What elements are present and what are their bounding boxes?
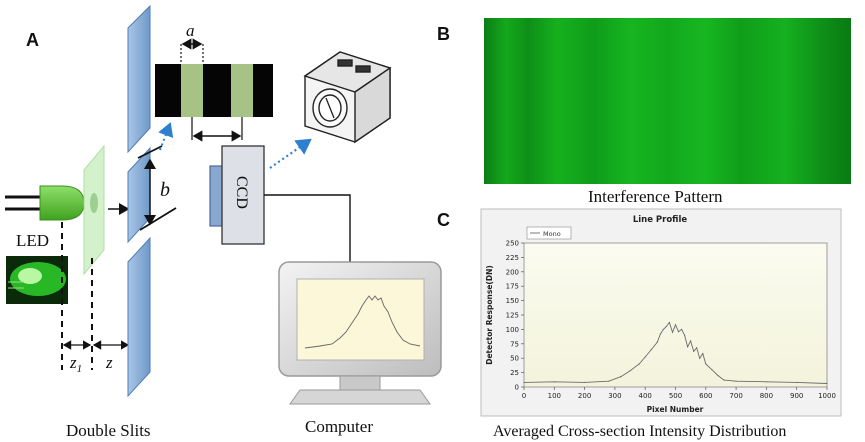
data-point [705,363,707,365]
slit-width-label: a [186,21,195,40]
data-point [826,382,828,385]
line-profile-chart: 0 25 50 75 100 125 150 175 200 225 250 0 100 200 300 40… [506,240,836,401]
x-tick-label: 900 [790,392,803,400]
data-point [711,369,713,371]
double-slits-caption: Double Slits [66,421,151,440]
x-tick-label: 800 [760,392,773,400]
camera-icon [303,51,392,144]
ccd-label: CCD [233,176,250,209]
panel-label-c: C [437,210,450,230]
slit-detail-inset [155,64,273,117]
plot-area [523,242,828,388]
double-slit-plate [127,4,151,398]
data-point [687,346,689,348]
interference-caption: Interference Pattern [588,187,723,206]
data-point [644,356,646,358]
data-point [620,376,622,378]
y-tick-label: 175 [506,283,519,291]
data-point [659,333,662,335]
data-point [668,321,671,324]
data-point [665,325,668,328]
interference-pattern-image [484,18,851,184]
data-point [677,331,680,333]
x-tick-label: 100 [548,392,561,400]
x-tick-label: 500 [669,392,682,400]
legend-entry-mono: Mono [543,230,561,238]
y-tick-label: 75 [510,340,519,348]
led-photo [6,256,68,304]
x-tick-label: 0 [522,392,526,400]
data-point [584,381,586,383]
data-point [629,370,631,372]
data-point [735,380,737,382]
data-point [638,363,640,365]
dashed-reference-lines [61,222,93,370]
y-tick-label: 250 [506,240,519,248]
y-tick-label: 125 [506,312,519,320]
led-label: LED [16,231,49,250]
data-point [796,381,798,383]
y-tick-label: 225 [506,254,519,262]
led-icon [5,185,85,221]
x-axis-label: Pixel Number [647,405,704,414]
data-point [553,381,555,383]
data-point [662,328,665,330]
data-point [681,328,683,330]
camera-pointer-arrow [269,138,312,169]
panel-label-a: A [26,30,39,50]
data-point [684,334,686,336]
ccd-camera [209,145,265,245]
slit-opening-upper [137,145,163,159]
x-tick-label: 600 [699,392,712,400]
y-tick-label: 200 [506,268,519,276]
data-point [674,324,677,326]
x-tick-label: 200 [578,392,591,400]
data-point [690,340,692,342]
y-tick-label: 50 [510,355,519,363]
slit-opening-lower [139,207,177,231]
chart-title: Line Profile [633,215,688,225]
data-point [608,380,610,382]
data-point [650,349,652,351]
y-tick-label: 25 [510,369,519,377]
data-point [702,353,704,355]
data-point [696,347,698,349]
computer-monitor [278,261,442,405]
data-point [671,331,674,333]
x-tick-label: 1000 [818,392,836,400]
data-point [693,350,695,352]
ccd-cable [264,194,351,262]
diffuser-plate [83,144,105,276]
chart-caption: Averaged Cross-section Intensity Distrib… [493,423,786,440]
z-label: z [105,353,113,372]
data-point [765,381,768,383]
chart-legend: Mono [526,226,572,240]
panel-label-b: B [437,24,450,44]
y-tick-label: 0 [515,384,519,392]
data-point [723,379,725,381]
x-tick-label: 300 [608,392,621,400]
x-tick-label: 700 [729,392,742,400]
data-point [656,341,658,343]
y-tick-label: 100 [506,326,519,334]
y-tick-label: 150 [506,297,519,305]
y-axis-label: Detector Response(DN) [485,265,494,365]
computer-caption: Computer [305,417,373,436]
x-tick-label: 400 [639,392,652,400]
data-point [699,357,701,359]
data-point [523,381,525,383]
z1-label: z1 [69,353,82,375]
slit-spacing-label: b [160,179,170,201]
data-point [717,374,719,377]
